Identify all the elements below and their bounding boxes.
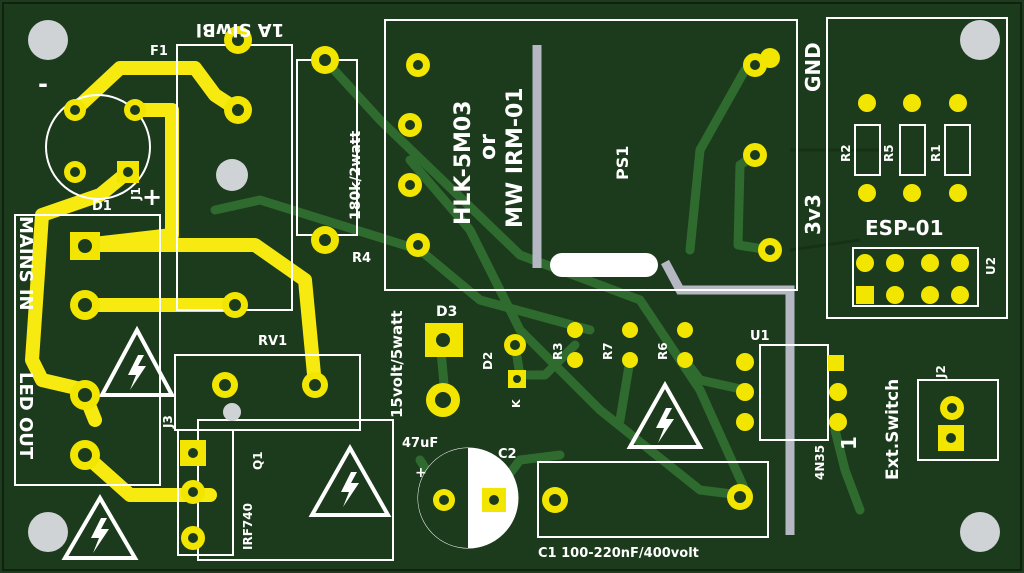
d3-label: D3 — [436, 304, 457, 320]
esp-01-label: ESP-01 — [865, 216, 944, 240]
j3-label: J3 — [161, 415, 175, 429]
ps1-label: PS1 — [613, 146, 632, 180]
cap-plus-label: + — [415, 465, 427, 481]
r1-label: R1 — [929, 144, 943, 162]
mounting-hole — [28, 20, 68, 60]
cap-value-label: 47uF — [402, 436, 438, 451]
u1-label: U1 — [750, 329, 770, 344]
mounting-hole — [216, 159, 248, 191]
high-voltage-icon — [308, 443, 392, 517]
3v3-label: 3v3 — [801, 194, 825, 235]
fuse-ref-label: F1 — [150, 44, 168, 59]
or-label: or — [476, 134, 501, 160]
module-alt-label: MW IRM-01 — [503, 87, 528, 228]
j2-label: J2 — [934, 365, 948, 379]
c1-label: C1 100-220nF/400volt — [538, 546, 699, 561]
minus-label: - — [38, 70, 48, 98]
j1-label: J1 — [129, 187, 143, 201]
r3-label: R3 — [551, 342, 565, 360]
zener-rating-label: 15volt/5watt — [388, 310, 406, 418]
r6-label: R6 — [656, 342, 670, 360]
high-voltage-icon — [98, 325, 176, 397]
gnd-label: GND — [801, 42, 825, 92]
high-voltage-icon — [626, 380, 704, 449]
u2-label: U2 — [984, 257, 998, 275]
cathode-label: K — [510, 399, 523, 408]
mains-in-label: MAINS IN — [15, 216, 36, 311]
r2-label: R2 — [839, 144, 853, 162]
mounting-holes — [28, 20, 1000, 552]
top-copper-traces — [25, 61, 322, 502]
fuse-rating-label: 1A SlwBl — [196, 19, 284, 40]
copper-outline-traces — [789, 148, 880, 252]
plus-label: + — [142, 183, 162, 211]
r4-label: R4 — [352, 251, 371, 266]
led-out-label: LED OUT — [15, 372, 36, 460]
d2-label: D2 — [481, 352, 495, 370]
lightning-glyphs — [91, 355, 674, 553]
pad-drills — [70, 34, 957, 543]
silkscreen-outlines — [14, 17, 1008, 561]
r5-label: R5 — [882, 144, 896, 162]
mounting-hole — [960, 512, 1000, 552]
d1-label: D1 — [92, 199, 112, 214]
rv1-label: RV1 — [258, 334, 287, 349]
q1-label: Q1 — [251, 451, 265, 470]
r7-label: R7 — [601, 342, 615, 360]
r4-value-label: 180k/2watt — [348, 131, 364, 220]
mounting-hole — [223, 403, 241, 421]
mounting-hole — [28, 512, 68, 552]
ext-switch-label: Ext.Switch — [883, 379, 903, 480]
warning-icons — [61, 325, 704, 560]
module-label: HLK-5M03 — [451, 100, 476, 225]
pin-1-label: 1 — [837, 436, 861, 450]
u1-part-label: 4N35 — [813, 445, 827, 480]
mounting-hole — [960, 20, 1000, 60]
c2-label: C2 — [498, 447, 517, 462]
high-voltage-icon — [61, 494, 139, 560]
slot-cutout — [550, 253, 658, 277]
q1-part-label: IRF740 — [241, 503, 255, 550]
